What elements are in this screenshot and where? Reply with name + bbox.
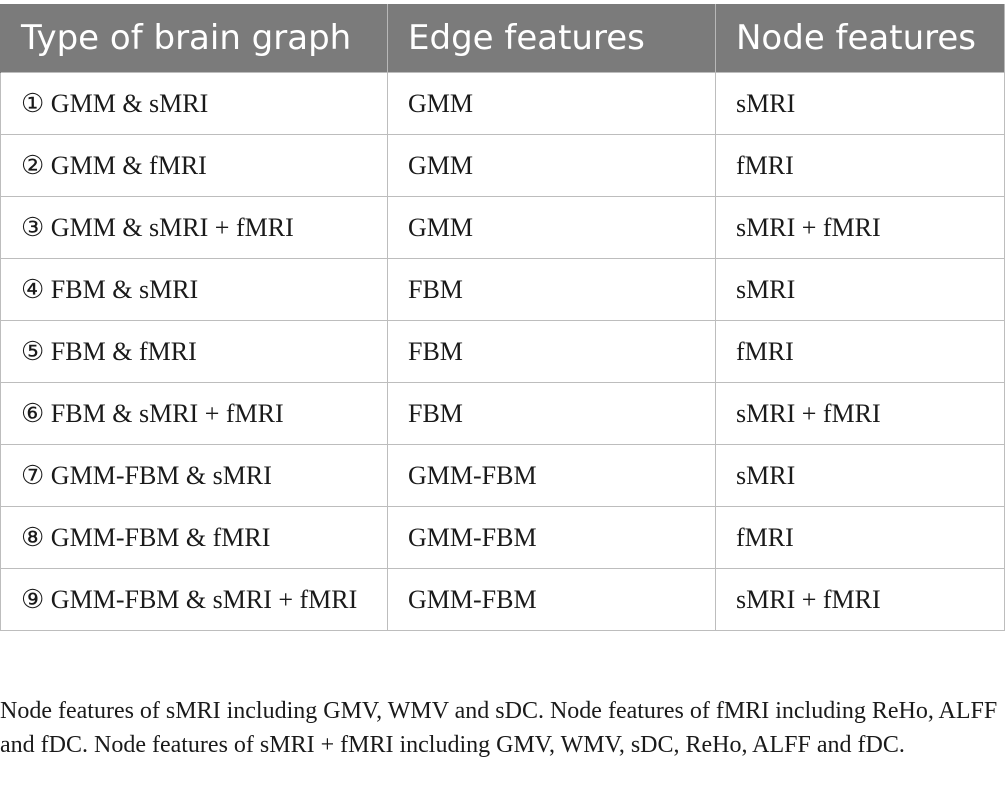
cell-graph-type: ② GMM & fMRI: [0, 134, 388, 197]
table-row: ⑥ FBM & sMRI + fMRI FBM sMRI + fMRI: [0, 382, 1005, 445]
cell-edge-features: GMM-FBM: [387, 568, 716, 631]
table-row: ① GMM & sMRI GMM sMRI: [0, 72, 1005, 135]
cell-graph-type: ③ GMM & sMRI + fMRI: [0, 196, 388, 259]
cell-edge-features: FBM: [387, 320, 716, 383]
cell-node-features: sMRI: [715, 444, 1005, 507]
table-row: ④ FBM & sMRI FBM sMRI: [0, 258, 1005, 321]
table-row: ② GMM & fMRI GMM fMRI: [0, 134, 1005, 197]
cell-edge-features: GMM: [387, 196, 716, 259]
table-body: ① GMM & sMRI GMM sMRI ② GMM & fMRI GMM f…: [0, 72, 1005, 631]
header-row: Type of brain graph Edge features Node f…: [0, 4, 1005, 73]
cell-edge-features: GMM-FBM: [387, 506, 716, 569]
table-row: ⑤ FBM & fMRI FBM fMRI: [0, 320, 1005, 383]
cell-graph-type: ⑨ GMM-FBM & sMRI + fMRI: [0, 568, 388, 631]
cell-node-features: sMRI: [715, 258, 1005, 321]
cell-node-features: fMRI: [715, 320, 1005, 383]
table-footnote: Node features of sMRI including GMV, WMV…: [0, 698, 998, 758]
header-node-features: Node features: [715, 4, 1005, 73]
cell-graph-type: ⑧ GMM-FBM & fMRI: [0, 506, 388, 569]
header-type-of-brain-graph: Type of brain graph: [0, 4, 388, 73]
cell-graph-type: ⑤ FBM & fMRI: [0, 320, 388, 383]
table-row: ⑦ GMM-FBM & sMRI GMM-FBM sMRI: [0, 444, 1005, 507]
cell-edge-features: FBM: [387, 258, 716, 321]
cell-graph-type: ① GMM & sMRI: [0, 72, 388, 135]
header-edge-features: Edge features: [387, 4, 716, 73]
cell-graph-type: ⑦ GMM-FBM & sMRI: [0, 444, 388, 507]
cell-node-features: fMRI: [715, 134, 1005, 197]
cell-edge-features: GMM: [387, 72, 716, 135]
cell-graph-type: ⑥ FBM & sMRI + fMRI: [0, 382, 388, 445]
brain-graph-table: Type of brain graph Edge features Node f…: [0, 4, 1005, 631]
cell-node-features: sMRI + fMRI: [715, 196, 1005, 259]
table-row: ③ GMM & sMRI + fMRI GMM sMRI + fMRI: [0, 196, 1005, 259]
table-row: ⑧ GMM-FBM & fMRI GMM-FBM fMRI: [0, 506, 1005, 569]
cell-node-features: sMRI + fMRI: [715, 568, 1005, 631]
cell-graph-type: ④ FBM & sMRI: [0, 258, 388, 321]
cell-node-features: sMRI + fMRI: [715, 382, 1005, 445]
table-container: Type of brain graph Edge features Node f…: [0, 4, 1005, 631]
cell-node-features: sMRI: [715, 72, 1005, 135]
cell-node-features: fMRI: [715, 506, 1005, 569]
table-header: Type of brain graph Edge features Node f…: [0, 4, 1005, 73]
cell-edge-features: FBM: [387, 382, 716, 445]
table-row: ⑨ GMM-FBM & sMRI + fMRI GMM-FBM sMRI + f…: [0, 568, 1005, 631]
cell-edge-features: GMM-FBM: [387, 444, 716, 507]
cell-edge-features: GMM: [387, 134, 716, 197]
